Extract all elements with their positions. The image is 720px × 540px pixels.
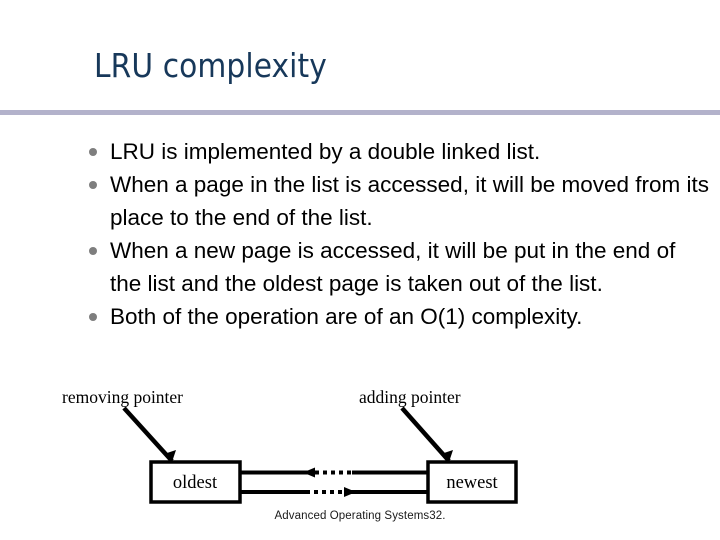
list-item: When a page in the list is accessed, it … (86, 168, 710, 234)
bullet-dot-icon (89, 148, 97, 156)
list-item: When a new page is accessed, it will be … (86, 234, 710, 300)
list-item-text: When a new page is accessed, it will be … (110, 238, 676, 296)
node-newest-label: newest (446, 473, 498, 493)
bullet-list: LRU is implemented by a double linked li… (86, 135, 710, 333)
removing-pointer-arrow (122, 406, 176, 463)
list-item-text: LRU is implemented by a double linked li… (110, 139, 541, 164)
list-item-text: When a page in the list is accessed, it … (110, 172, 710, 230)
list-item: Both of the operation are of an O(1) com… (86, 300, 710, 333)
list-item-text: Both of the operation are of an O(1) com… (110, 304, 583, 329)
node-oldest-label: oldest (173, 473, 218, 493)
removing-pointer-label: removing pointer (62, 387, 183, 407)
connector-next-link (240, 487, 428, 497)
list-item: LRU is implemented by a double linked li… (86, 135, 710, 168)
node-newest: newest (426, 460, 518, 504)
bullet-dot-icon (89, 247, 97, 255)
bullet-dot-icon (89, 313, 97, 321)
connector-prev-link (240, 467, 428, 478)
bullet-dot-icon (89, 181, 97, 189)
adding-pointer-label: adding pointer (359, 387, 461, 407)
page-title: LRU complexity (94, 46, 327, 85)
adding-pointer-arrow (400, 406, 453, 463)
linked-list-diagram: removing pointer adding pointer oldest n… (0, 376, 720, 516)
title-divider (0, 110, 720, 115)
slide-footer: Advanced Operating Systems32. (274, 510, 446, 522)
node-oldest: oldest (149, 460, 242, 504)
